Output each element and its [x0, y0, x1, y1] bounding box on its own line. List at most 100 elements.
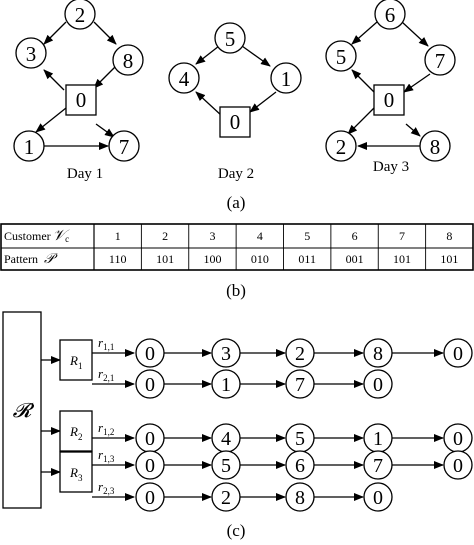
group-label: R2 [69, 424, 82, 442]
day3-depot-label: 0 [384, 88, 395, 112]
group-label: R3 [69, 465, 83, 483]
day1-label-2: 2 [75, 3, 86, 27]
day2-node-5 [214, 22, 246, 54]
pattern-cell: 101 [440, 252, 458, 266]
route-node [363, 369, 393, 399]
pattern-cell: 110 [109, 252, 127, 266]
customer-cell: 3 [209, 229, 215, 243]
day2-caption: Day 2 [218, 166, 254, 182]
route-node-label: 7 [295, 374, 305, 396]
group-label: R1 [69, 353, 82, 371]
day3-label-2: 2 [336, 135, 347, 159]
route-node-label: 0 [145, 343, 155, 365]
day3-label-7: 7 [435, 49, 446, 73]
route-node-label: 0 [453, 428, 463, 450]
pattern-cell: 101 [156, 252, 174, 266]
route-node-label: 0 [145, 455, 155, 477]
day1-node-2 [64, 0, 96, 30]
day3-depot [373, 84, 405, 116]
route-label: r2,1 [98, 366, 114, 383]
route-node-label: 0 [145, 374, 155, 396]
panel-b-label: (b) [226, 281, 246, 300]
route-node-label: 5 [221, 455, 231, 477]
route-node-label: 5 [295, 428, 305, 450]
route-node-label: 2 [295, 343, 305, 365]
route-node-label: 4 [221, 428, 231, 450]
route-node-label: 3 [221, 343, 231, 365]
day2-depot-label: 0 [230, 110, 241, 134]
customer-cell: 2 [162, 229, 168, 243]
day1-label-7: 7 [119, 135, 130, 159]
pattern-cell: 001 [346, 252, 364, 266]
pattern-cell: 100 [203, 252, 221, 266]
day1-node-8 [112, 44, 144, 76]
root-label: 𝓡 [13, 400, 35, 422]
day2-label-1: 1 [281, 67, 292, 91]
day2-graph: 5 4 1 0 Day 2 [168, 22, 302, 182]
day3-label-5: 5 [336, 45, 347, 69]
day1-graph: 2 3 8 1 7 0 Day 1 [13, 0, 144, 182]
route-node-label: 7 [373, 455, 383, 477]
day3-label-8: 8 [430, 135, 441, 159]
day2-label-5: 5 [225, 27, 236, 51]
route-node-label: 0 [145, 487, 155, 509]
pattern-cell: 101 [393, 252, 411, 266]
panel-a: 2 3 8 1 7 0 Day 1 5 4 1 0 Day 2 [13, 0, 456, 212]
day3-node-5 [325, 40, 357, 72]
route-node-label: 0 [145, 428, 155, 450]
route-node-label: 8 [295, 487, 305, 509]
route-node-label: 0 [453, 343, 463, 365]
route-node-label: 8 [373, 343, 383, 365]
route-label: r2,3 [98, 479, 115, 496]
panel-c-label: (c) [227, 521, 246, 540]
day2-node-4 [168, 62, 200, 94]
day1-node-1 [13, 130, 45, 162]
day3-caption: Day 3 [373, 159, 409, 175]
customer-cell: 8 [446, 229, 452, 243]
day1-depot [65, 84, 97, 116]
day1-label-1: 1 [24, 135, 35, 159]
day3-label-6: 6 [385, 3, 396, 27]
route-label: r1,3 [98, 447, 115, 464]
route-node-label: 6 [295, 455, 305, 477]
route-label: r1,1 [98, 335, 114, 352]
day1-node-7 [108, 130, 140, 162]
day3-node-7 [424, 44, 456, 76]
route-node-label: 0 [453, 455, 463, 477]
route-node [443, 450, 473, 480]
customer-cell: 4 [257, 229, 263, 243]
day3-node-8 [419, 130, 451, 162]
day1-label-8: 8 [123, 49, 134, 73]
day1-node-3 [15, 37, 47, 69]
day1-caption: Day 1 [67, 166, 103, 182]
day3-node-6 [374, 0, 406, 30]
customer-cell: 5 [304, 229, 310, 243]
customer-cell: 6 [352, 229, 358, 243]
pattern-cell: 010 [251, 252, 269, 266]
day1-label-3: 3 [26, 42, 37, 66]
route-node-label: 2 [221, 487, 231, 509]
customer-cell: 7 [399, 229, 405, 243]
day3-node-2 [325, 130, 357, 162]
group-box [59, 451, 93, 493]
route-node-label: 1 [221, 374, 231, 396]
day3-graph: 6 5 7 2 8 0 Day 3 [325, 0, 456, 175]
route-node-label: 1 [373, 428, 383, 450]
pattern-cell: 011 [298, 252, 316, 266]
panel-a-label: (a) [227, 193, 246, 212]
day2-node-1 [270, 62, 302, 94]
route-label: r1,2 [98, 420, 114, 437]
group-box [59, 410, 93, 452]
customer-cell: 1 [115, 229, 121, 243]
day2-depot [219, 106, 251, 138]
root-box [2, 311, 42, 509]
route-node-label: 0 [373, 487, 383, 509]
day2-label-4: 4 [179, 67, 190, 91]
day1-depot-label: 0 [76, 88, 87, 112]
group-box [59, 339, 93, 381]
